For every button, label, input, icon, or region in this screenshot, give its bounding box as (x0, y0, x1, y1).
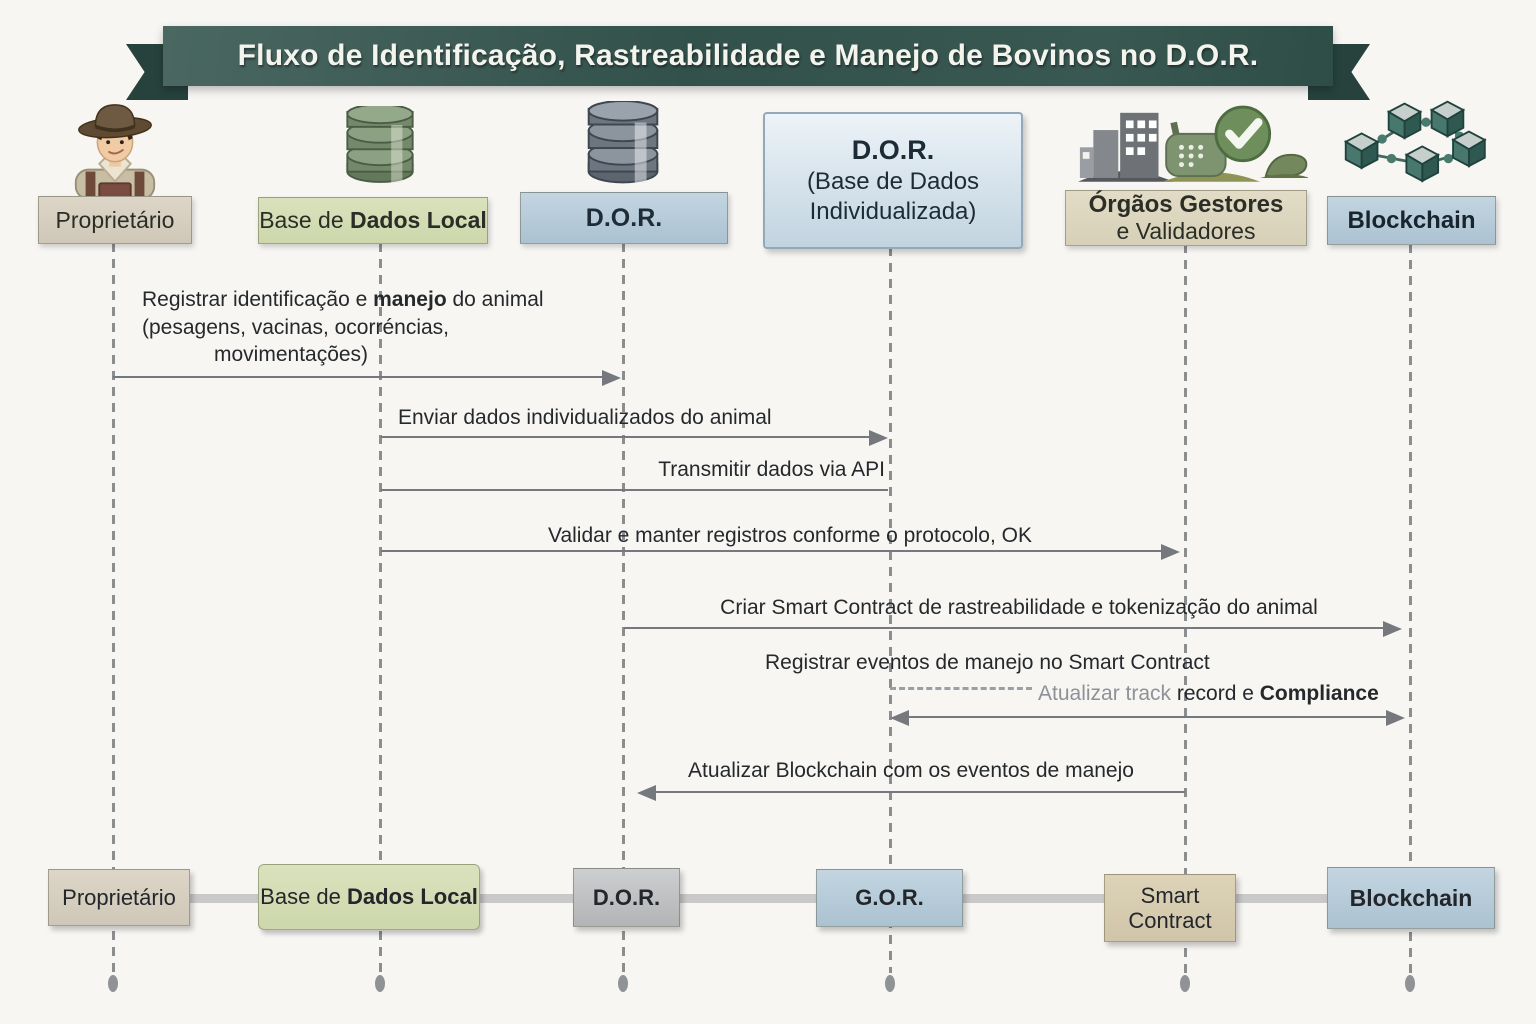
arrow-registrar-identificacao (113, 376, 603, 378)
message-criar-smart-contract: Criar Smart Contract de rastreabilidade … (720, 596, 1318, 619)
lifeline-end-dot (1180, 975, 1190, 992)
database-gray-icon (578, 100, 668, 204)
actor-box-dor-individualizada: D.O.R. (Base de Dados Individualizada) (763, 112, 1023, 249)
lifeline-proprietario (112, 243, 115, 973)
farmer-avatar-icon (56, 101, 174, 204)
actor-label-orgaos-gestores: Órgãos Gestores (1088, 191, 1284, 219)
actor-box-orgaos-gestores: Órgãos Gestores e Validadores (1065, 190, 1307, 246)
message-validar-registros: Validar e manter registros conforme o pr… (548, 524, 1032, 547)
line-transmitir-api (381, 489, 888, 491)
footer-box-smart-contract: Smart Contract (1104, 874, 1236, 942)
arrowhead-right-icon (869, 430, 888, 446)
timeline-bar (60, 894, 1492, 903)
message-atualizar-blockchain: Atualizar Blockchain com os eventos de m… (688, 759, 1134, 782)
message-transmitir-api: Transmitir dados via API (658, 458, 885, 481)
actor-label-dor: D.O.R. (585, 203, 663, 232)
arrowhead-left-icon (637, 785, 656, 801)
arrowhead-right-icon (1161, 544, 1180, 560)
footer-box-proprietario: Proprietário (48, 869, 190, 926)
lifeline-orgaos-gestores (1184, 244, 1187, 973)
message-registrar-identificacao-line1: Registrar identificação e manejo do anim… (142, 288, 544, 311)
institutions-validators-icon (1078, 97, 1310, 194)
title-banner: Fluxo de Identificação, Rastreabilidade … (163, 26, 1333, 86)
arrow-atualizar-blockchain (656, 791, 1185, 793)
arrowhead-right-icon (602, 370, 621, 386)
lifeline-blockchain (1409, 244, 1412, 973)
lifeline-end-dot (108, 975, 118, 992)
actor-label-base-dados-local: Base de Dados Local (259, 207, 487, 233)
arrowhead-right-icon (1386, 710, 1405, 726)
footer-box-gor: G.O.R. (816, 869, 963, 927)
blockchain-network-icon (1336, 97, 1488, 200)
actor-box-dor: D.O.R. (520, 192, 728, 244)
footer-box-blockchain: Blockchain (1327, 867, 1495, 929)
lifeline-end-dot (618, 975, 628, 992)
actor-box-blockchain: Blockchain (1327, 196, 1496, 245)
actor-box-proprietario: Proprietário (38, 196, 192, 244)
actor-label-dor-individualizada: D.O.R. (851, 134, 935, 165)
lifeline-gor (889, 247, 892, 973)
actor-label-proprietario: Proprietário (55, 206, 175, 233)
lifeline-end-dot (1405, 975, 1415, 992)
message-registrar-eventos: Registrar eventos de manejo no Smart Con… (765, 651, 1210, 674)
database-green-icon (338, 103, 422, 205)
arrow-validar-registros (381, 550, 1161, 552)
page-title: Fluxo de Identificação, Rastreabilidade … (237, 39, 1259, 72)
message-registrar-identificacao-line3: movimentações) (214, 343, 369, 366)
lifeline-dor (622, 243, 625, 973)
footer-box-base-dados-local: Base de Dados Local (258, 864, 480, 930)
lifeline-end-dot (375, 975, 385, 992)
arrow-enviar-dados (381, 436, 869, 438)
arrow-atualizar-track (909, 716, 1386, 718)
footer-box-dor: D.O.R. (573, 868, 680, 927)
arrow-criar-smart-contract (624, 627, 1383, 629)
lifeline-base-dados-local (379, 243, 382, 973)
lifeline-end-dot (885, 975, 895, 992)
message-registrar-identificacao-line2: (pesagens, vacinas, ocorréncias, (142, 316, 449, 339)
arrowhead-left-icon (890, 710, 909, 726)
actor-box-base-dados-local: Base de Dados Local (258, 197, 488, 244)
message-enviar-dados: Enviar dados individualizados do animal (398, 406, 772, 429)
dashed-segment (890, 687, 1032, 690)
arrowhead-right-icon (1383, 621, 1402, 637)
actor-label-blockchain: Blockchain (1347, 206, 1476, 234)
message-atualizar-track: Atualizar track record e Compliance (1038, 682, 1379, 705)
